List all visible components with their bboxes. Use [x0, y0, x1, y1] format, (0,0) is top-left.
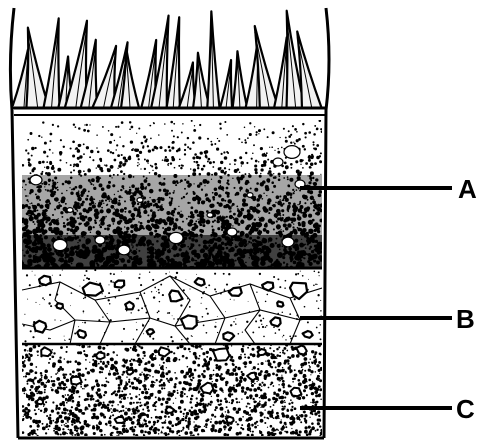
leader-lines	[300, 188, 452, 408]
grass-blade	[43, 18, 59, 108]
grass-blade	[220, 60, 232, 108]
parent-material-layer	[20, 342, 323, 437]
label-c: C	[456, 394, 475, 424]
topsoil-layer	[21, 119, 324, 270]
label-a: A	[458, 174, 477, 204]
subsoil-layer	[22, 268, 322, 344]
label-b: B	[456, 304, 475, 334]
ground-surface	[14, 108, 326, 115]
grass-layer	[12, 11, 322, 108]
